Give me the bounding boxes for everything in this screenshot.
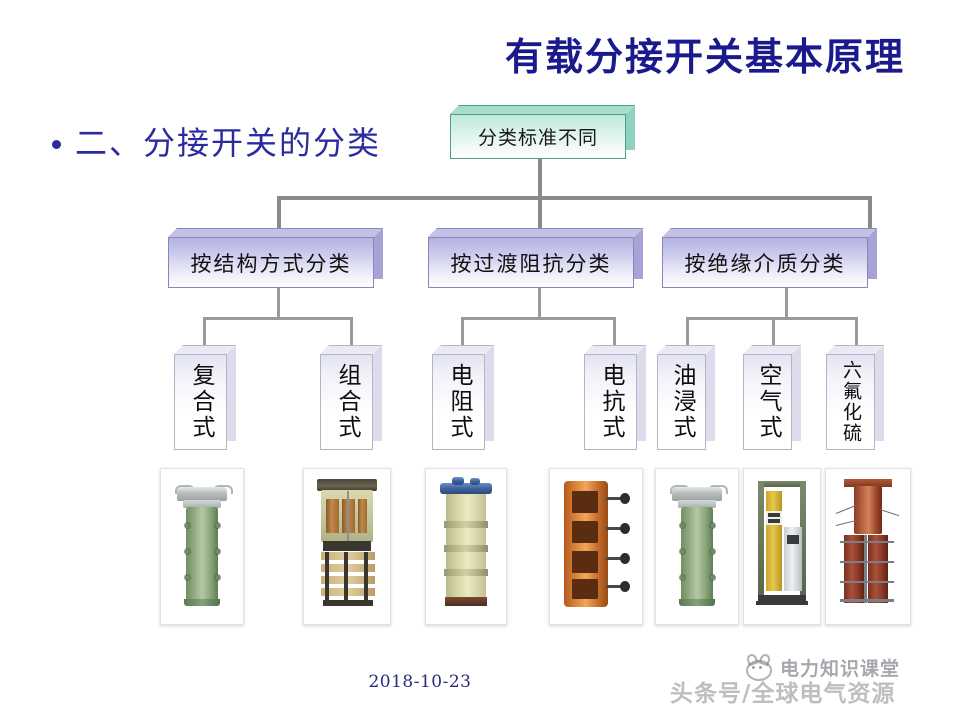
- node-leaf-assembled-label: 组合式: [334, 363, 360, 441]
- bullet-text: 二、分接开关的分类: [75, 124, 382, 162]
- box-side-face: [637, 345, 646, 441]
- node-root[interactable]: 分类标准不同: [450, 105, 635, 159]
- photo-resistive-tapchanger: [425, 468, 507, 625]
- photo-inner: [744, 469, 820, 624]
- photo-inner: [826, 469, 910, 624]
- photo-assembled-tapchanger: [303, 468, 391, 625]
- photo-inner: [304, 469, 390, 624]
- node-leaf-composite-label: 复合式: [188, 363, 214, 441]
- bullet-row: 二、分接开关的分类: [52, 118, 381, 164]
- box-front-face: 复合式: [174, 354, 227, 450]
- box-side-face: [875, 345, 884, 441]
- node-leaf-sf6[interactable]: 六氟化硫: [826, 345, 884, 450]
- node-leaf-reactive-label: 电抗式: [598, 363, 624, 441]
- box-side-face: [792, 345, 801, 441]
- page-title: 有载分接开关基本原理: [504, 34, 905, 79]
- bullet-dot-icon: [52, 139, 61, 149]
- box-front-face: 按绝缘介质分类: [662, 237, 868, 288]
- box-top-face: [168, 228, 383, 237]
- node-leaf-air[interactable]: 空气式: [743, 345, 801, 450]
- photo-reactive-tapchanger: [549, 468, 643, 625]
- connector-b3-leaf1: [686, 317, 689, 347]
- connector-b2-stem: [538, 286, 541, 319]
- connector-b1-stem: [277, 286, 280, 319]
- photo-inner: [550, 469, 642, 624]
- connector-b1-leaf1: [203, 317, 206, 347]
- node-leaf-air-label: 空气式: [755, 363, 781, 441]
- node-leaf-sf6-label: 六氟化硫: [840, 360, 862, 444]
- node-root-label: 分类标准不同: [477, 127, 598, 149]
- photo-inner: [656, 469, 738, 624]
- box-front-face: 油浸式: [657, 354, 706, 450]
- connector-cat3-down: [868, 196, 872, 230]
- node-leaf-resistive-label: 电阻式: [446, 363, 472, 441]
- box-side-face: [485, 345, 494, 441]
- node-leaf-oil-immersed-label: 油浸式: [669, 363, 695, 441]
- box-top-face: [428, 228, 643, 237]
- node-category-insulation-label: 按绝缘介质分类: [684, 251, 846, 276]
- photo-inner: [426, 469, 506, 624]
- slide-date: 2018-10-23: [368, 672, 472, 692]
- box-side-face: [374, 228, 383, 279]
- photo-inner: [161, 469, 243, 624]
- node-leaf-composite[interactable]: 复合式: [174, 345, 236, 450]
- connector-b2-horizontal: [461, 317, 616, 320]
- box-side-face: [634, 228, 643, 279]
- connector-b2-leaf2: [613, 317, 616, 347]
- photo-oil-immersed-tapchanger: [655, 468, 739, 625]
- connector-b3-stem: [785, 286, 788, 319]
- photo-air-tapchanger: [743, 468, 821, 625]
- connector-main-horizontal: [277, 196, 872, 200]
- connector-b1-leaf2: [350, 317, 353, 347]
- connector-cat1-down: [277, 196, 281, 230]
- node-leaf-oil-immersed[interactable]: 油浸式: [657, 345, 715, 450]
- connector-b3-leaf3: [855, 317, 858, 347]
- box-front-face: 组合式: [320, 354, 373, 450]
- node-category-structure[interactable]: 按结构方式分类: [168, 228, 383, 288]
- watermark-bottom-text: 头条号/全球电气资源: [670, 681, 896, 707]
- photo-composite-tapchanger: [160, 468, 244, 625]
- box-side-face: [868, 228, 877, 279]
- box-side-face: [626, 105, 635, 150]
- node-category-impedance[interactable]: 按过渡阻抗分类: [428, 228, 643, 288]
- box-front-face: 电阻式: [432, 354, 485, 450]
- box-side-face: [706, 345, 715, 441]
- connector-b3-leaf2: [772, 317, 775, 347]
- box-front-face: 空气式: [743, 354, 792, 450]
- box-front-face: 按结构方式分类: [168, 237, 374, 288]
- connector-cat2-down: [538, 196, 542, 230]
- mascot-icon: [744, 652, 772, 681]
- node-leaf-resistive[interactable]: 电阻式: [432, 345, 494, 450]
- box-front-face: 六氟化硫: [826, 354, 875, 450]
- connector-b2-leaf1: [461, 317, 464, 347]
- connector-root-down: [538, 155, 542, 200]
- node-leaf-assembled[interactable]: 组合式: [320, 345, 382, 450]
- connector-b1-horizontal: [203, 317, 353, 320]
- box-top-face: [662, 228, 877, 237]
- box-front-face: 按过渡阻抗分类: [428, 237, 634, 288]
- node-category-structure-label: 按结构方式分类: [190, 251, 352, 276]
- box-side-face: [227, 345, 236, 441]
- box-side-face: [373, 345, 382, 441]
- node-category-impedance-label: 按过渡阻抗分类: [450, 251, 612, 276]
- watermark-top-text: 电力知识课堂: [780, 658, 901, 680]
- node-category-insulation[interactable]: 按绝缘介质分类: [662, 228, 877, 288]
- box-front-face: 分类标准不同: [450, 114, 626, 159]
- box-top-face: [450, 105, 635, 114]
- watermark: 电力知识课堂 头条号/全球电气资源: [660, 652, 960, 720]
- node-leaf-reactive[interactable]: 电抗式: [584, 345, 646, 450]
- photo-sf6-tapchanger: [825, 468, 911, 625]
- box-front-face: 电抗式: [584, 354, 637, 450]
